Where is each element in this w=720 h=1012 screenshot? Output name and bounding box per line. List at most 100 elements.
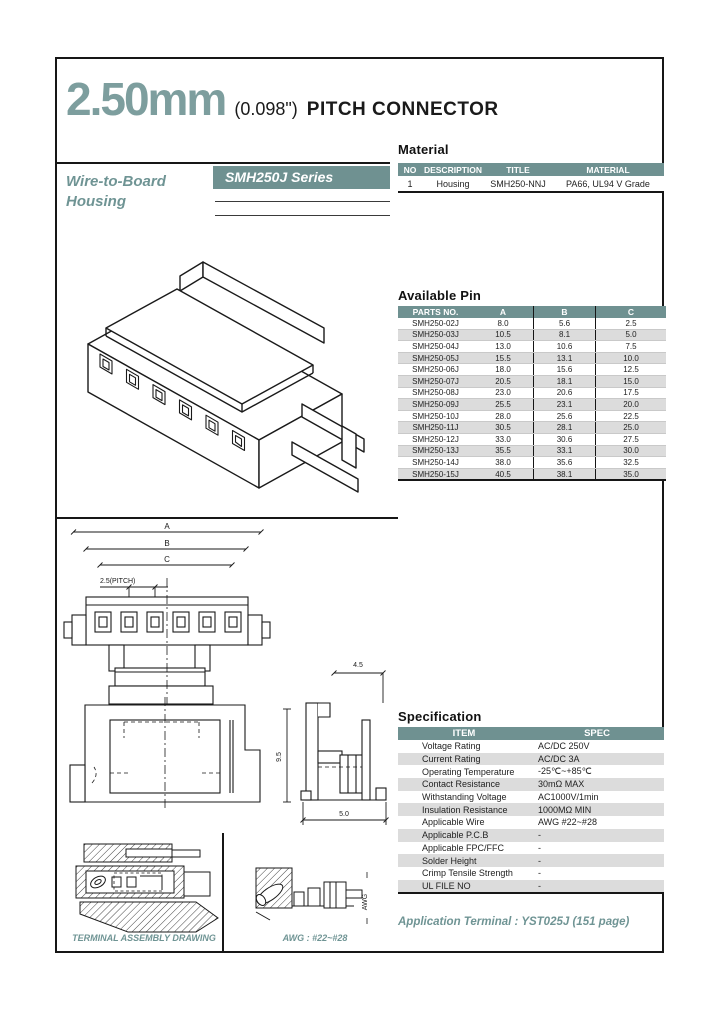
- table-cell: SMH250-14J: [398, 456, 473, 469]
- table-cell: 1: [407, 178, 413, 189]
- page-border-frame: [55, 57, 664, 953]
- table-cell: AWG #22~#28: [538, 817, 597, 828]
- table-cell: UL FILE NO: [422, 880, 471, 891]
- table-cell: SMH250-02J: [398, 318, 473, 330]
- table-cell: 17.5: [595, 387, 666, 400]
- title-text: PITCH CONNECTOR: [306, 99, 499, 120]
- page-title: 2.50mm (0.098") PITCH CONNECTOR: [66, 72, 499, 126]
- column-header: ITEM: [398, 727, 530, 740]
- table-cell: 28.1: [533, 421, 596, 434]
- table-cell: Applicable P.C.B: [422, 830, 489, 841]
- series-underline: [215, 215, 390, 216]
- table-row: Applicable FPC/FFC-: [398, 842, 664, 855]
- column-header: C: [595, 306, 666, 318]
- table-cell: SMH250-06J: [398, 363, 473, 376]
- table-cell: AC1000V/1min: [538, 792, 599, 803]
- column-header: DESCRIPTION: [422, 163, 484, 176]
- table-cell: SMH250-15J: [398, 468, 473, 481]
- table-row: Operating Temperature -25℃~+85℃: [398, 765, 664, 778]
- isometric-connector-drawing: [87, 261, 365, 493]
- dim-label-c: C: [164, 555, 170, 564]
- available-pin-heading: Available Pin: [398, 288, 482, 303]
- table-cell: SMH250-03J: [398, 329, 473, 342]
- table-cell: 10.5: [473, 329, 534, 342]
- table-cell: 38.0: [473, 456, 534, 469]
- table-cell: 15.6: [533, 363, 596, 376]
- table-cell: 5.6: [533, 318, 596, 330]
- column-header: PARTS NO.: [398, 306, 473, 318]
- front-view-drawing: A B C 2.5(PITCH): [63, 522, 271, 710]
- table-cell: 32.5: [595, 456, 666, 469]
- table-cell: 30mΩ MAX: [538, 779, 585, 790]
- table-cell: 18.1: [533, 375, 596, 388]
- application-terminal-note: Application Terminal : YST025J (151 page…: [398, 916, 630, 928]
- table-cell: 33.1: [533, 445, 596, 458]
- table-cell: 7.5: [595, 340, 666, 353]
- table-cell: 20.0: [595, 398, 666, 411]
- column-header: MATERIAL: [552, 163, 664, 176]
- table-row: Solder Height-: [398, 854, 664, 867]
- table-cell: 15.5: [473, 352, 534, 365]
- table-row: UL FILE NO-: [398, 879, 664, 894]
- table-cell: SMH250-09J: [398, 398, 473, 411]
- title-pitch-inches: (0.098"): [234, 99, 298, 119]
- table-cell: Operating Temperature: [422, 766, 515, 777]
- table-cell: AC/DC 3A: [538, 754, 580, 765]
- table-cell: 8.1: [533, 329, 596, 342]
- table-cell: 23.1: [533, 398, 596, 411]
- table-cell: -: [538, 830, 541, 841]
- table-cell: SMH250-08J: [398, 387, 473, 400]
- column-header: NO: [398, 163, 422, 176]
- terminal-assembly-caption: TERMINAL ASSEMBLY DRAWING: [72, 933, 216, 943]
- table-cell: -: [538, 855, 541, 866]
- table-cell: -25℃~+85℃: [538, 766, 592, 777]
- table-cell: Housing: [436, 178, 470, 189]
- table-cell: -: [538, 868, 541, 879]
- awg-caption: AWG : #22~#28: [282, 933, 348, 943]
- table-cell: 2.5: [595, 318, 666, 330]
- table-cell: Crimp Tensile Strength: [422, 868, 513, 879]
- column-header: A: [473, 306, 534, 318]
- table-row: Crimp Tensile Strength -: [398, 867, 664, 880]
- table-cell: 18.0: [473, 363, 534, 376]
- table-cell: PA66, UL94 V Grade: [566, 178, 650, 189]
- table-cell: 25.5: [473, 398, 534, 411]
- crimp-terminal-drawing: AWG: [255, 867, 369, 924]
- table-cell: 25.6: [533, 410, 596, 423]
- table-cell: 12.5: [595, 363, 666, 376]
- series-badge: SMH250J Series: [213, 166, 390, 189]
- table-cell: 30.5: [473, 421, 534, 434]
- table-cell: 35.5: [473, 445, 534, 458]
- table-cell: Applicable FPC/FFC: [422, 842, 505, 853]
- table-cell: 27.5: [595, 433, 666, 446]
- title-divider: [57, 162, 390, 164]
- table-cell: 20.5: [473, 375, 534, 388]
- table-cell: AC/DC 250V: [538, 741, 590, 752]
- table-cell: 13.0: [473, 340, 534, 353]
- table-cell: Insulation Resistance: [422, 804, 508, 815]
- drawing-divider: [57, 517, 398, 519]
- table-cell: SMH250-04J: [398, 340, 473, 353]
- table-cell: 40.5: [473, 468, 534, 481]
- specification-heading: Specification: [398, 709, 482, 724]
- table-row: Applicable P.C.B -: [398, 828, 664, 842]
- table-cell: 25.0: [595, 421, 666, 434]
- panel-divider: [222, 833, 224, 951]
